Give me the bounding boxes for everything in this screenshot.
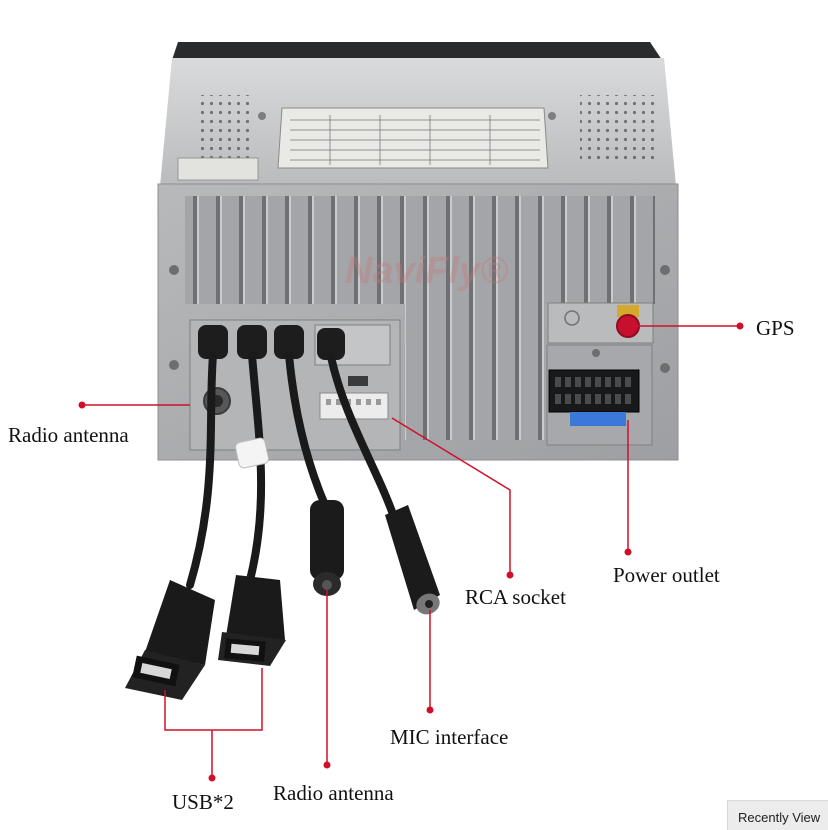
antenna-jack bbox=[310, 500, 344, 596]
wiring-sticker bbox=[277, 107, 549, 169]
heatsink-fins-center bbox=[405, 300, 545, 440]
blue-fuse bbox=[570, 412, 626, 426]
callout-dots bbox=[78, 322, 744, 782]
rca-connector bbox=[319, 392, 389, 420]
cable-grommets bbox=[198, 325, 345, 360]
gps-connector-base bbox=[617, 305, 639, 317]
power-connector-pins bbox=[555, 377, 631, 404]
usb-plug-right bbox=[218, 575, 286, 666]
label-radio-antenna-left: Radio antenna bbox=[8, 423, 129, 447]
heatsink-fins-upper bbox=[185, 196, 655, 304]
watermark: NaviFly® bbox=[345, 250, 508, 292]
top-screw bbox=[258, 112, 266, 120]
top-vent-right bbox=[580, 95, 660, 165]
label-rca-socket: RCA socket bbox=[465, 585, 566, 609]
label-mic-interface: MIC interface bbox=[390, 725, 509, 749]
label-gps: GPS bbox=[756, 316, 795, 340]
callout-lines bbox=[82, 325, 740, 778]
recently-viewed-tab[interactable]: Recently View bbox=[727, 800, 828, 830]
label-power-outlet: Power outlet bbox=[613, 563, 720, 587]
top-vent-left bbox=[195, 95, 255, 165]
gps-plate-screw bbox=[564, 310, 580, 326]
usb-plug-left bbox=[125, 580, 215, 700]
small-port bbox=[348, 376, 368, 386]
power-connector bbox=[548, 369, 640, 413]
sticker-table bbox=[290, 115, 540, 165]
side-screw bbox=[169, 360, 179, 370]
cable-tag bbox=[235, 437, 269, 469]
side-screw bbox=[660, 265, 670, 275]
top-lip bbox=[172, 42, 662, 60]
mic-jack bbox=[385, 505, 440, 615]
side-screw bbox=[169, 265, 179, 275]
model-sticker bbox=[177, 157, 259, 181]
label-radio-antenna-bottom: Radio antenna bbox=[273, 781, 394, 805]
cables bbox=[186, 351, 399, 589]
side-screw bbox=[660, 363, 670, 373]
label-usb: USB*2 bbox=[172, 790, 234, 814]
top-screw bbox=[548, 112, 556, 120]
power-plate-screw bbox=[592, 349, 600, 357]
